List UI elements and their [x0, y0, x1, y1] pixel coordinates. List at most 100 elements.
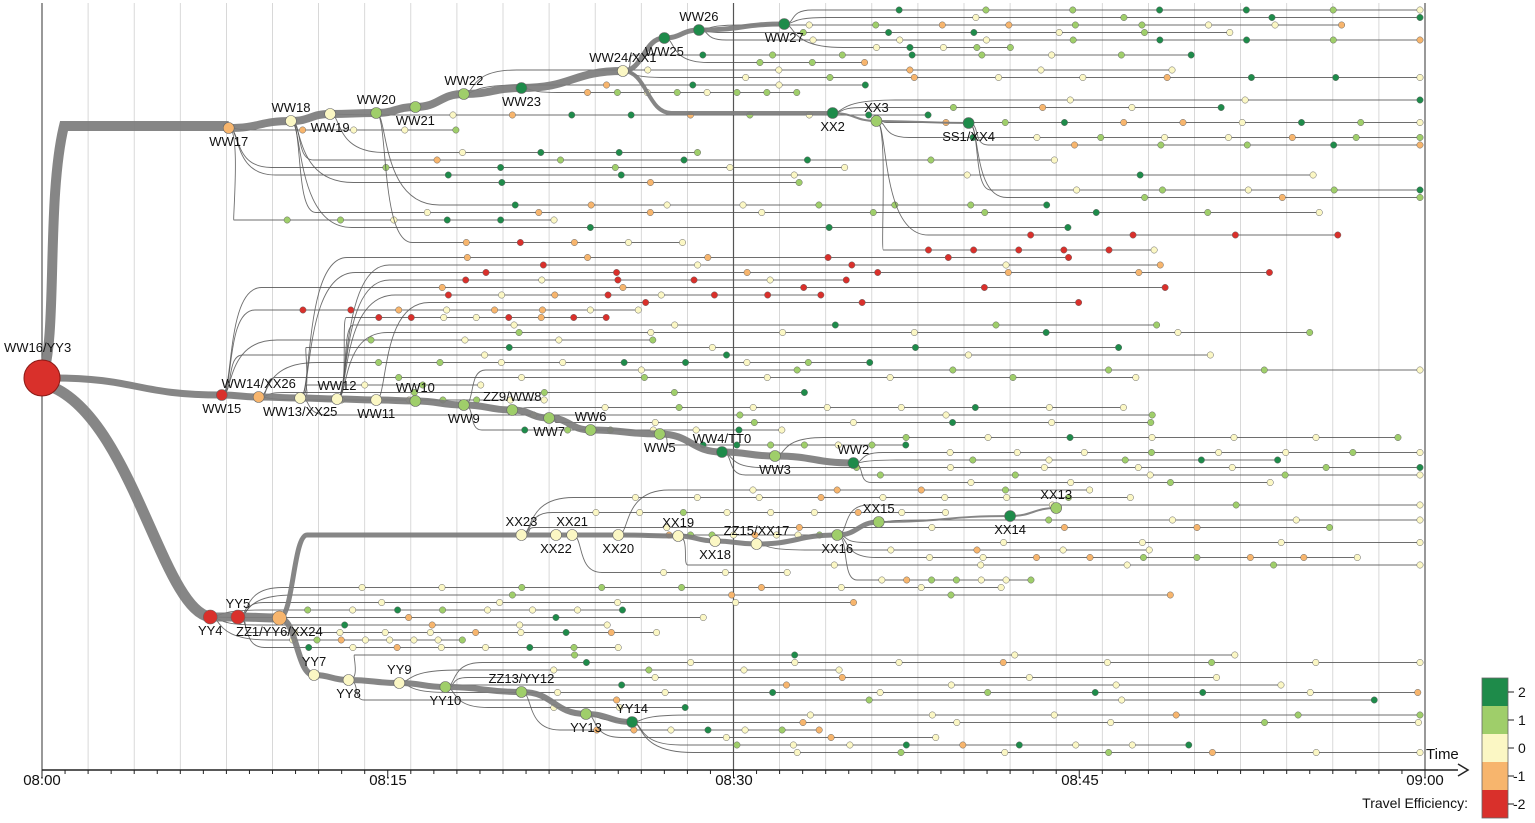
leaf-node: [459, 149, 466, 156]
leaf-node: [1292, 516, 1300, 524]
leaf-node: [1370, 696, 1378, 704]
leaf-node: [437, 644, 445, 651]
leaf-node: [539, 261, 547, 269]
leaf-node: [1294, 711, 1302, 719]
leaf-node: [482, 644, 490, 651]
leaf-node: [1067, 479, 1075, 486]
leaf-node: [984, 434, 992, 441]
leaf-node: [1071, 21, 1079, 29]
node-label: ZZ9/WW8: [483, 389, 542, 404]
node-label: WW3: [759, 462, 791, 477]
node-label: WW25: [645, 44, 684, 59]
node-label: WW18: [271, 100, 310, 115]
leaf-node: [825, 224, 833, 231]
leaf-node: [764, 291, 772, 299]
legend-label-0: 0: [1518, 740, 1526, 756]
leaf-node: [1168, 66, 1176, 74]
branch-line: [221, 354, 1211, 396]
named-node: [543, 412, 555, 424]
named-node: [409, 395, 422, 407]
leaf-node: [775, 81, 783, 89]
leaf-node: [824, 254, 832, 261]
node-label: SS1/XX4: [942, 129, 995, 144]
named-node: [342, 674, 355, 686]
leaf-node: [736, 411, 744, 419]
leaf-node: [661, 689, 669, 696]
leaf-node: [1060, 524, 1068, 531]
leaf-node: [526, 644, 534, 651]
leaf-node: [552, 614, 560, 621]
leaf-node: [1105, 366, 1113, 374]
leaf-node: [393, 644, 401, 651]
leaf-node: [619, 284, 627, 291]
node-label: WW11: [357, 406, 395, 421]
leaf-node: [419, 381, 427, 389]
leaf-node: [1416, 141, 1424, 149]
leaf-node: [1073, 186, 1081, 194]
leaf-node: [1128, 104, 1136, 111]
leaf-node: [604, 291, 612, 299]
branch-line: [348, 654, 1235, 681]
leaf-node: [508, 111, 516, 119]
node-label: XX15: [863, 501, 895, 516]
leaf-node: [551, 291, 559, 299]
leaf-node: [1217, 104, 1225, 111]
branch-line: [228, 127, 555, 221]
leaf-node: [1156, 6, 1164, 14]
leaf-node: [1004, 269, 1012, 276]
named-node: [215, 389, 228, 401]
leaf-node: [1416, 96, 1424, 104]
leaf-node: [879, 494, 887, 501]
leaf-node: [689, 81, 697, 89]
leaf-node: [484, 606, 491, 614]
node-label: XX2: [820, 119, 845, 134]
leaf-node: [749, 486, 757, 494]
leaf-node: [1416, 749, 1424, 756]
named-node: [202, 609, 218, 625]
leaf-node: [1037, 66, 1045, 74]
leaf-node: [443, 216, 451, 224]
leaf-node: [497, 216, 505, 224]
node-label: YY13: [570, 720, 602, 735]
branch-line: [290, 120, 1068, 228]
node-label: XX14: [994, 522, 1026, 537]
tick-label-0900: 09:00: [1406, 772, 1444, 789]
leaf-node: [742, 74, 750, 81]
leaf-node: [1050, 711, 1058, 719]
leaf-node: [1241, 96, 1249, 104]
leaf-node: [833, 486, 841, 494]
leaf-node: [1271, 21, 1279, 29]
leaf-node: [1015, 741, 1023, 749]
leaf-node: [1322, 464, 1330, 471]
leaf-node: [570, 314, 578, 321]
leaf-node: [1050, 156, 1058, 164]
leaf-node: [902, 741, 910, 749]
leaf-node: [728, 591, 736, 599]
named-node: [285, 115, 297, 127]
leaf-node: [496, 599, 504, 606]
leaf-node: [511, 201, 519, 209]
leaf-node: [439, 606, 447, 614]
leaf-node: [949, 366, 957, 374]
leaf-node: [680, 156, 688, 164]
leaf-node: [1115, 344, 1123, 351]
leaf-node: [897, 404, 905, 411]
branch-line: [330, 113, 698, 153]
named-node: [550, 529, 562, 541]
node-label: WW5: [644, 440, 676, 455]
leaf-node: [947, 681, 955, 689]
leaf-node: [1002, 486, 1009, 494]
leaf-node: [426, 629, 434, 636]
leaf-node: [1120, 404, 1127, 411]
leaf-node: [462, 276, 470, 284]
leaf-node: [401, 126, 409, 134]
leaf-node: [1199, 689, 1207, 696]
leaf-node: [1312, 659, 1320, 666]
leaf-node: [571, 651, 579, 659]
leaf-node: [550, 666, 558, 674]
leaf-node: [1329, 36, 1337, 44]
leaf-node: [603, 81, 610, 89]
leaf-node: [917, 486, 925, 494]
leaf-node: [617, 171, 625, 179]
named-node: [252, 391, 265, 403]
